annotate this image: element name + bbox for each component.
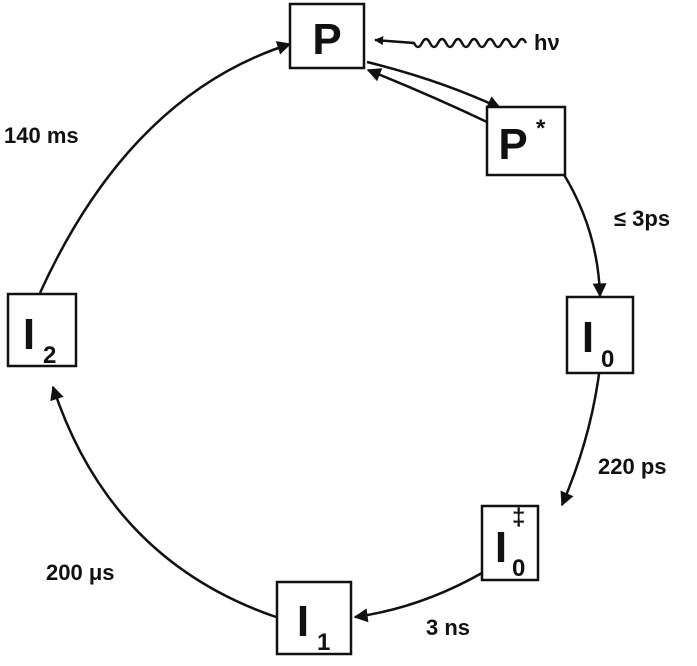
node-i0-dagger-label: I bbox=[495, 523, 507, 572]
light-wave-arrow bbox=[374, 36, 528, 49]
label-pstar-to-i0: ≤ 3ps bbox=[614, 206, 670, 231]
label-i0dagger-to-i1: 3 ns bbox=[426, 615, 470, 640]
light-label: hν bbox=[534, 30, 560, 55]
label-i2-to-p: 140 ms bbox=[4, 123, 79, 148]
node-p-label: P bbox=[312, 15, 341, 64]
arc-pstar-to-p bbox=[366, 68, 488, 124]
node-i1-sub: 1 bbox=[317, 629, 330, 656]
node-i0: I 0 bbox=[565, 295, 635, 375]
node-i0-dagger: I ‡ 0 bbox=[480, 504, 540, 582]
node-p-star-sup: * bbox=[536, 115, 546, 142]
node-i0-dagger-sup: ‡ bbox=[512, 504, 525, 531]
arc-p-to-pstar bbox=[366, 60, 502, 110]
node-i0-sub: 0 bbox=[601, 346, 614, 373]
label-i0-to-i0dagger: 220 ps bbox=[598, 454, 667, 479]
node-i2: I 2 bbox=[6, 292, 78, 369]
arc-i2-to-p bbox=[38, 41, 292, 294]
node-p: P bbox=[288, 2, 366, 70]
node-i0-label: I bbox=[582, 313, 594, 362]
arc-i0-to-i0dagger bbox=[560, 373, 601, 507]
node-i2-sub: 2 bbox=[43, 342, 56, 369]
arc-pstar-to-i0 bbox=[561, 172, 607, 298]
node-p-star: P * bbox=[485, 105, 567, 177]
node-i2-label: I bbox=[23, 310, 35, 359]
arc-i1-to-i2 bbox=[50, 385, 277, 619]
node-i0-dagger-sub: 0 bbox=[512, 555, 525, 582]
label-i1-to-i2: 200 μs bbox=[46, 560, 115, 585]
node-i1-label: I bbox=[297, 597, 309, 646]
node-p-star-label: P bbox=[498, 120, 527, 169]
node-i1: I 1 bbox=[275, 580, 353, 656]
arc-i0dagger-to-i1 bbox=[353, 571, 483, 623]
